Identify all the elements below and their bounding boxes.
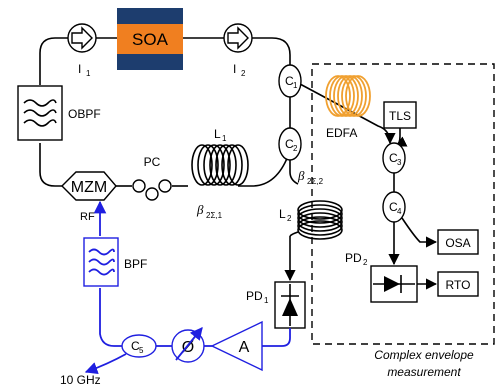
polarization-controller: PC <box>132 155 172 201</box>
coupler-5: C 5 <box>121 334 157 358</box>
mzm-label: MZM <box>71 179 107 196</box>
photodetector-2: PD 2 <box>345 251 438 303</box>
isolator-1-label: I <box>78 62 81 76</box>
rto-label: RTO <box>446 278 471 292</box>
edfa: EDFA <box>325 75 371 140</box>
optical-ring <box>39 37 396 282</box>
osa: OSA <box>437 229 479 255</box>
fiber-1-sub: 1 <box>222 134 227 143</box>
coupler-1: C 1 <box>278 64 302 98</box>
coupler-4: C 4 <box>382 191 438 266</box>
isolator-2-label: I <box>233 62 236 76</box>
measurement-label-line2: measurement <box>387 365 461 379</box>
bpf-label: BPF <box>124 257 147 271</box>
coupler-5-sub: 5 <box>139 346 144 355</box>
phase-shifter: Ø <box>171 327 205 363</box>
amplifier-label: A <box>239 339 250 356</box>
coupler-3: C 3 <box>382 142 406 192</box>
obpf-label: OBPF <box>68 107 101 121</box>
electrical-path <box>84 200 291 375</box>
beta-2-sub: 2Σ,2 <box>307 177 324 186</box>
rf-label: RF <box>80 211 95 223</box>
osa-label: OSA <box>445 236 470 250</box>
mzm: MZM <box>61 171 117 201</box>
coupler-3-label: C <box>389 151 398 165</box>
isolator-1: I 1 <box>67 23 97 78</box>
amplifier: A <box>210 320 263 372</box>
fiber-1-label: L <box>214 127 221 141</box>
output-frequency-label: 10 GHz <box>60 373 101 387</box>
pd-2-sub: 2 <box>363 258 368 267</box>
pd-1-sub: 1 <box>264 296 269 305</box>
isolator-1-sub: 1 <box>86 69 91 78</box>
pd-1-label: PD <box>246 289 263 303</box>
beta-1-label: β <box>196 202 204 217</box>
phase-shifter-label: Ø <box>182 339 194 356</box>
fiber-spool-2: L 2 β 2Σ,2 <box>279 168 343 240</box>
coupler-2-label: C <box>285 137 294 151</box>
coupler-2: C 2 <box>278 127 302 161</box>
rto: RTO <box>437 271 479 297</box>
isolator-2-sub: 2 <box>241 69 246 78</box>
coupler-3-sub: 3 <box>397 158 402 167</box>
measurement-box: Complex envelope measurement <box>311 63 495 379</box>
fiber-spool-1: L 1 β 2Σ,1 <box>191 127 249 220</box>
tls: TLS <box>383 101 417 147</box>
beta-2-label: β <box>297 168 305 183</box>
bpf: BPF <box>83 237 147 287</box>
pc-label: PC <box>144 155 161 169</box>
soa: SOA <box>117 8 183 70</box>
coupler-2-sub: 2 <box>293 144 298 153</box>
coupler-5-label: C <box>131 339 140 353</box>
edfa-label: EDFA <box>326 126 357 140</box>
coupler-1-sub: 1 <box>293 81 298 90</box>
photodetector-1: PD 1 <box>246 281 306 329</box>
obpf: OBPF <box>17 85 101 141</box>
isolator-2: I 2 <box>223 23 253 78</box>
coupler-1-label: C <box>285 74 294 88</box>
coupler-4-sub: 4 <box>397 207 402 216</box>
fiber-2-label: L <box>279 207 286 221</box>
fiber-2-sub: 2 <box>287 214 292 223</box>
coupler-4-label: C <box>389 200 398 214</box>
beta-1-sub: 2Σ,1 <box>206 211 223 220</box>
pd-2-label: PD <box>345 251 362 265</box>
soa-label: SOA <box>132 30 169 49</box>
tls-label: TLS <box>389 109 411 123</box>
measurement-label-line1: Complex envelope <box>374 348 474 362</box>
